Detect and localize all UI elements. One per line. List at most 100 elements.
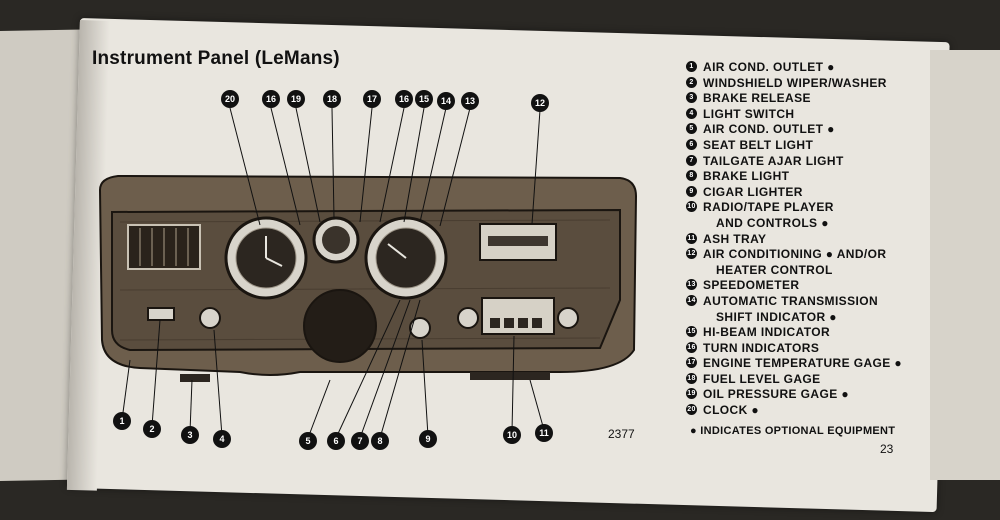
callout-11: 11 (535, 424, 553, 442)
legend-number: 17 (686, 357, 697, 369)
legend-label: AIR COND. OUTLET ● (703, 60, 835, 74)
legend-label: AIR COND. OUTLET ● (703, 122, 835, 137)
figure-number: 2377 (608, 427, 635, 441)
legend-label: AIR CONDITIONING ● AND/OR (703, 247, 887, 262)
legend-number: 1 (686, 61, 697, 72)
steering-column (303, 289, 377, 363)
lower-radio (481, 297, 555, 335)
callout-10: 10 (503, 426, 521, 444)
legend-label: ASH TRAY (703, 231, 767, 246)
legend-number: 11 (686, 232, 697, 244)
ash-tray (470, 372, 550, 380)
callout-12: 12 (531, 94, 549, 112)
legend-label: RADIO/TAPE PLAYER (703, 200, 834, 215)
legend-number: 5 (686, 123, 697, 135)
callout-6: 6 (327, 432, 345, 450)
legend-label: SEAT BELT LIGHT (703, 137, 814, 152)
legend-number: 15 (686, 326, 697, 338)
legend-label: ENGINE TEMPERATURE GAGE ● (703, 356, 903, 371)
legend-label: CIGAR LIGHTER (703, 184, 803, 199)
legend-number: 18 (686, 372, 697, 384)
legend-item-cont: HEATER CONTROL (686, 263, 946, 279)
legend-number: 9 (686, 185, 697, 197)
legend-item: 1 AIR COND. OUTLET ● (686, 60, 946, 76)
right-page-edge (930, 50, 1000, 480)
callout-4: 4 (213, 430, 231, 448)
callout-16-right: 16 (395, 90, 413, 108)
legend-number: 8 (686, 170, 697, 182)
legend-number: 7 (686, 154, 697, 166)
legend-label: WINDSHIELD WIPER/WASHER (703, 75, 887, 90)
legend-label: BRAKE LIGHT (703, 169, 790, 184)
legend-number: 19 (686, 388, 697, 400)
legend-item: 7 TAILGATE AJAR LIGHT (686, 154, 946, 170)
legend-item: 4 LIGHT SWITCH (686, 107, 946, 123)
optional-equipment-note: ● INDICATES OPTIONAL EQUIPMENT (690, 425, 896, 437)
legend-label: AUTOMATIC TRANSMISSION (703, 293, 879, 308)
legend-number: 4 (686, 107, 697, 119)
legend-item: 19 OIL PRESSURE GAGE ● (686, 387, 946, 403)
callout-3: 3 (181, 426, 199, 444)
legend-label: FUEL LEVEL GAGE (703, 371, 821, 386)
legend-label-cont: HEATER CONTROL (716, 262, 833, 277)
legend-label: SPEEDOMETER (703, 278, 800, 293)
legend-number: 14 (686, 294, 697, 306)
legend-item: 14 AUTOMATIC TRANSMISSION (686, 294, 946, 310)
legend-number: 10 (686, 201, 697, 213)
callout-5: 5 (299, 432, 317, 450)
legend-item: 16 TURN INDICATORS (686, 341, 946, 357)
legend-item: 11 ASH TRAY (686, 232, 946, 248)
callout-14: 14 (437, 92, 455, 110)
legend-item: 10 RADIO/TAPE PLAYER (686, 200, 946, 216)
legend-label: TAILGATE AJAR LIGHT (703, 153, 844, 168)
legend-label: OIL PRESSURE GAGE ● (703, 387, 849, 402)
callout-13: 13 (461, 92, 479, 110)
legend-item: 5 AIR COND. OUTLET ● (686, 122, 946, 138)
legend-item: 15 HI-BEAM INDICATOR (686, 325, 946, 341)
page-number: 23 (880, 442, 894, 456)
legend-label: LIGHT SWITCH (703, 106, 795, 121)
legend-number: 6 (686, 138, 697, 150)
callout-20: 20 (221, 90, 239, 108)
legend-item: 18 FUEL LEVEL GAGE (686, 372, 946, 388)
legend-item: 20 CLOCK ● (686, 403, 946, 419)
legend-number: 12 (686, 248, 697, 260)
legend-label: BRAKE RELEASE (703, 91, 811, 106)
legend-label: CLOCK ● (703, 403, 760, 418)
callout-16-left: 16 (262, 90, 280, 108)
legend-number: 13 (686, 279, 697, 291)
legend-item-cont: AND CONTROLS ● (686, 216, 946, 232)
callout-9: 9 (419, 430, 437, 448)
legend-number: 2 (686, 76, 697, 88)
legend-item: 13 SPEEDOMETER (686, 278, 946, 294)
legend-label-cont: AND CONTROLS ● (716, 215, 829, 230)
legend-item: 6 SEAT BELT LIGHT (686, 138, 946, 154)
legend-label: HI-BEAM INDICATOR (703, 325, 831, 340)
callout-17: 17 (363, 90, 381, 108)
legend-number: 3 (686, 92, 697, 104)
brake-release-handle (180, 374, 210, 382)
legend-item: 2 WINDSHIELD WIPER/WASHER (686, 76, 946, 92)
light-switch-knob (199, 307, 221, 329)
left-ac-vanes (139, 228, 189, 266)
radio-left-knob (457, 307, 479, 329)
legend-item: 3 BRAKE RELEASE (686, 91, 946, 107)
cigar-lighter-knob (409, 317, 431, 339)
legend-item-cont: SHIFT INDICATOR ● (686, 310, 946, 326)
callout-19: 19 (287, 90, 305, 108)
legend-number: 20 (686, 404, 697, 416)
callout-8: 8 (371, 432, 389, 450)
callout-7: 7 (351, 432, 369, 450)
callout-leader-lines (121, 107, 545, 439)
legend-item: 12 AIR CONDITIONING ● AND/OR (686, 247, 946, 263)
legend-number: 16 (686, 341, 697, 353)
callout-18: 18 (323, 90, 341, 108)
wiper-switch (147, 307, 175, 321)
radio-right-knob (557, 307, 579, 329)
legend-item: 8 BRAKE LIGHT (686, 169, 946, 185)
legend-label: TURN INDICATORS (703, 340, 820, 355)
page-title: Instrument Panel (LeMans) (92, 48, 340, 69)
